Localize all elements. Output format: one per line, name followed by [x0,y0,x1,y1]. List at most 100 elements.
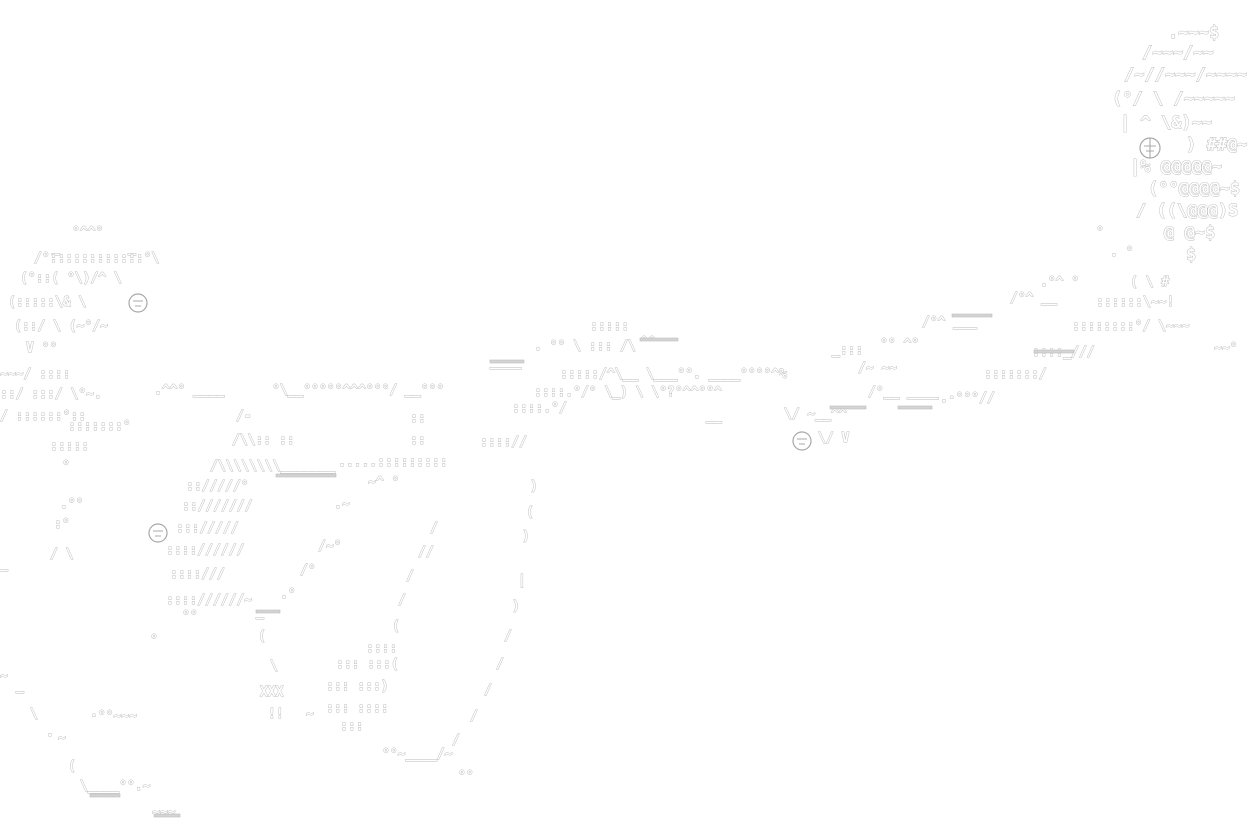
left-figure-head: °^^° _ _ /°::::::::::::°\ (°::( °\)/^ \ … [0,225,160,573]
svg-text://: // [418,545,434,560]
svg-text:°^^°: °^^° [72,225,103,240]
svg-text:(::/ \ (∼°/∼: (::/ \ (∼°/∼ [14,319,108,334]
svg-text:/: / [484,683,492,698]
svg-text:.°°: .°° [60,497,83,512]
svg-text::::::/^\__ \___°°. ____°°°°^: :::::/^\__ \___°°. ____°°°°^% [560,367,787,382]
svg-text:::::///: ::::/// [170,567,225,582]
svg-text:/∼ ∼∼: /∼ ∼∼ [858,361,897,376]
svg-text:\/ ∼__^^: \/ ∼__^^ [784,407,847,422]
svg-text:∼: ∼ [58,731,66,746]
svg-text:V °°: V °° [26,341,57,356]
svg-text:::: :: [410,411,426,426]
svg-text:/: / [430,521,438,536]
svg-text:\____°°.∼: \____°°.∼ [80,779,151,794]
svg-text:::: :: [410,433,426,448]
right-figure-hair: .∼∼∼$ /∼∼∼/∼∼ /∼//∼∼∼/∼∼∼∼ (°/ \ /∼∼∼∼∼ … [1112,23,1248,266]
svg-text:|% @@@@@∼: |% @@@@@∼ [1130,157,1222,177]
svg-text:(: ( [68,759,76,774]
svg-text:\: \ [270,659,278,674]
svg-text:/: / [496,657,504,672]
lower-figure-legs: _ ( \ XXX !! ∼ :::: ::: :::( ::: :::) ::… [256,479,539,785]
svg-text:$: $ [1186,245,1196,265]
svg-text:.: . [46,725,54,740]
svg-text:(: ( [258,629,266,644]
right-figure-arm: ( \ # ::::::\∼∼! ::::::::°/ \∼∼∼ ::::_//… [832,225,1238,361]
left-figure-face-icon [128,293,148,313]
svg-text:): ) [512,599,520,614]
svg-text:XXX: XXX [260,685,284,700]
svg-text:): ) [530,479,538,494]
svg-text:/: / [452,733,460,748]
svg-text:::: ::::: ::: :::: [326,701,389,716]
svg-text:.°: .° [280,587,296,602]
left-figure-body: .^^° ____ °\__°°°°°^^^°°°/ __°°° /- /\\:… [150,383,448,649]
svg-text::://///°: :://///° [186,479,249,494]
svg-text:): ) [522,529,530,544]
svg-text:∼: ∼ [0,669,8,684]
svg-text:/∼∼∼/∼∼: /∼∼∼/∼∼ [1142,43,1214,63]
svg-text:::/ :::/ \°∼.: ::/ :::/ \°∼. [0,387,102,402]
svg-text:::::::\∼∼!: ::::::\∼∼! [1096,295,1174,310]
svg-text:∼: ∼ [306,707,314,722]
svg-text:∼∼∼/ ::::: ∼∼∼/ :::: [0,367,70,382]
svg-text:/∼°: /∼° [318,539,341,554]
svg-text::::::: ::::: [50,439,89,454]
svg-text:::://///: :::///// [176,521,239,536]
svg-text:_: _ [52,241,60,256]
svg-text:\: \ [30,707,38,722]
svg-text:(:::::\& \: (:::::\& \ [8,295,86,310]
svg-text::::::: ::::: [590,319,629,334]
svg-text:/\\:: ::: /\\:: :: [232,433,295,448]
svg-text:/: / [470,709,478,724]
svg-text:/°__ ____: /°__ ____ [868,385,939,400]
svg-text:@ @∼$: @ @∼$ [1164,223,1215,243]
svg-text:.....:::::::::: .....::::::::: [338,455,448,470]
svg-text:/°: /° [300,563,316,578]
svg-text:(°°@@@@∼$: (°°@@@@∼$ [1148,179,1240,199]
svg-text:::: :::(: ::: :::( [336,657,399,672]
svg-text:/ ((\@@@)S: / ((\@@@)S [1136,201,1238,221]
svg-text:/∼//∼∼∼/∼∼∼∼: /∼//∼∼∼/∼∼∼∼ [1124,65,1247,85]
svg-text:::::: :::: [366,641,397,656]
svg-text:/°^ __: /°^ __ [1010,291,1057,306]
right-figure-face-icon [1139,137,1161,159]
svg-text:°: ° [62,459,70,474]
svg-text:(: ( [526,505,534,520]
svg-text:°° ^°: °° ^° [880,337,919,352]
svg-text:.°^ °: .°^ ° [1040,275,1079,290]
svg-text:) ##@∼: ) ##@∼ [1186,135,1247,155]
svg-text:°°∼____/∼: °°∼____/∼ [382,747,453,762]
svg-text:| ^ \&)∼∼: | ^ \&)∼∼ [1120,113,1212,133]
svg-text:∼^ °: ∼^ ° [368,475,399,490]
svg-text:/: / [398,593,406,608]
svg-text:∼∼°: ∼∼° [1214,341,1237,356]
svg-text:°°: °° [640,335,656,350]
svg-text:. °: . ° [1110,245,1133,260]
left-body-face-icon [148,523,168,543]
svg-text::::::::°: :::::::° [68,419,131,434]
svg-text::::: ::: [340,719,363,734]
center-arm-band: ::::: . °° \ ::: /\ °° ____ :::::/^\__ \… [480,319,1048,451]
underline-strokes [89,313,1075,818]
svg-text::::://////: ::::////// [166,543,244,558]
svg-text:.∼∼∼$: .∼∼∼$ [1168,23,1219,43]
svg-text:::///////: :://///// [182,499,253,514]
svg-text:°: ° [150,633,158,648]
svg-text:(°/ \ /∼∼∼∼∼: (°/ \ /∼∼∼∼∼ [1112,89,1235,109]
svg-text:/-: /- [236,409,252,424]
svg-text:_:::: _::: [832,343,863,358]
svg-text:/ ::::::°::: / ::::::°:: [0,409,86,424]
svg-text:°\__°°°°°^^^°°°/ __°°°: °\__°°°°°^^^°°°/ __°°° [272,383,444,398]
svg-text:. °° \ ::: /\: . °° \ ::: /\ [534,339,636,354]
svg-text:/\\\\\\\\_______: /\\\\\\\\_______ [210,459,335,474]
svg-text:/°^ ___: /°^ ___ [922,315,977,330]
bottom-left-foot: ∼ _ \ . ∼ ·°°∼∼∼ ( \____°°.∼ ∼∼∼ [0,669,176,821]
svg-text:( \ #: ( \ # [1130,275,1169,290]
svg-text:.·°°°//: .·°°°// [940,391,995,406]
svg-text:(°::( °\)/^ \: (°::( °\)/^ \ [20,271,122,286]
svg-text:::::.°/: ::::.°/ [512,401,567,416]
svg-text:°: ° [1096,225,1104,240]
svg-text:\/ V: \/ V [818,431,849,446]
svg-text:.^^° ____: .^^° ____ [154,383,225,398]
svg-text::::://////∼: :::://////∼ [166,593,252,608]
